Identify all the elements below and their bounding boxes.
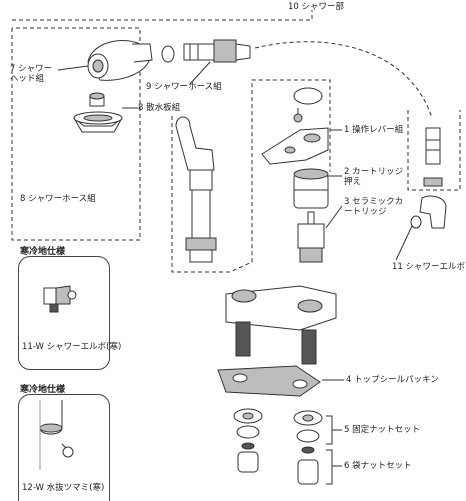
cold-climate-caption-2: 12-W 水抜ツマミ(寒) — [22, 483, 105, 493]
leader-11 — [395, 225, 413, 261]
cold-climate-title-1: 寒冷地仕様 — [20, 247, 66, 257]
bracket-5 — [326, 415, 333, 445]
label-cartridge-holder: 2 カートリッジ押え — [344, 167, 404, 187]
label-spray-plate: 8 散水板組 — [138, 103, 181, 113]
shower-group-outline — [11, 27, 141, 241]
inset-elbow-drawing — [43, 285, 77, 313]
label-bag-nut: 6 袋ナットセット — [344, 461, 412, 471]
lever-part — [261, 87, 329, 165]
leader-9 — [189, 61, 211, 85]
shower-elbow-part — [410, 127, 447, 229]
hose-fitting-part — [183, 39, 251, 63]
leader-7 — [57, 65, 89, 71]
top-seal-packing-part — [217, 365, 321, 397]
cold-climate-caption-1: 11-W シャワーエルボ(寒) — [22, 342, 122, 352]
shower-section-bracket — [12, 10, 313, 21]
inset-drain-knob-drawing — [39, 400, 74, 470]
cartridge-holder-part — [293, 168, 329, 209]
spray-plate-part — [73, 92, 123, 133]
label-fixing-nut: 5 固定ナットセット — [344, 425, 421, 435]
label-ceramic-cartridge: 3 セラミックカートリッジ — [344, 197, 404, 217]
hose-path-dashed — [254, 41, 433, 119]
label-shower-section: 10 シャワー部 — [288, 2, 345, 12]
hose-group-outline — [171, 79, 331, 273]
label-shower-elbow: 11 シャワーエルボ — [392, 262, 466, 272]
leader-3 — [325, 205, 343, 229]
label-top-seal: 4 トップシールパッキン — [346, 375, 439, 385]
bracket-6 — [326, 449, 333, 485]
label-shower-hose-9: 9 シャワーホース組 — [146, 82, 222, 92]
label-lever: 1 操作レバー組 — [344, 125, 404, 135]
nut-stack-right — [293, 410, 323, 485]
faucet-body-part — [225, 285, 337, 365]
shower-head-part — [87, 40, 153, 81]
label-shower-hose-8: 8 シャワーホース組 — [20, 194, 96, 204]
cold-climate-title-2: 寒冷地仕様 — [20, 385, 66, 395]
shower-head-washer — [161, 45, 175, 63]
nut-stack-left — [233, 408, 263, 473]
cold-climate-inset-1 — [18, 256, 110, 370]
label-shower-head: 7 シャワーヘッド組 — [10, 64, 53, 84]
shower-hose-part — [175, 116, 217, 263]
ceramic-cartridge-part — [297, 211, 325, 263]
cold-climate-inset-2 — [18, 394, 110, 501]
elbow-group-outline — [407, 110, 461, 191]
